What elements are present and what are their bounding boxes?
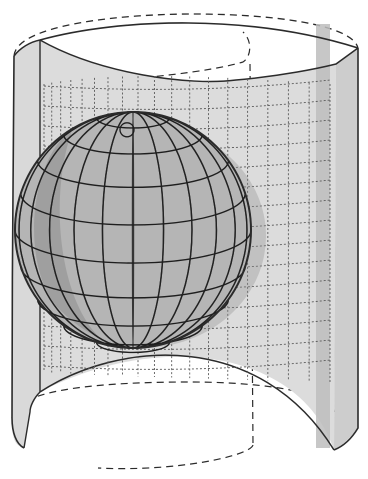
cylinder-edge-band [316,24,330,448]
cylinder-right-wall [334,48,358,450]
cylinder-front-top-rim [40,23,358,48]
cylinder-bottom-rim-back [12,382,334,418]
sphere-meridian [133,112,134,348]
inner-hidden-edge-bottom [98,445,253,469]
